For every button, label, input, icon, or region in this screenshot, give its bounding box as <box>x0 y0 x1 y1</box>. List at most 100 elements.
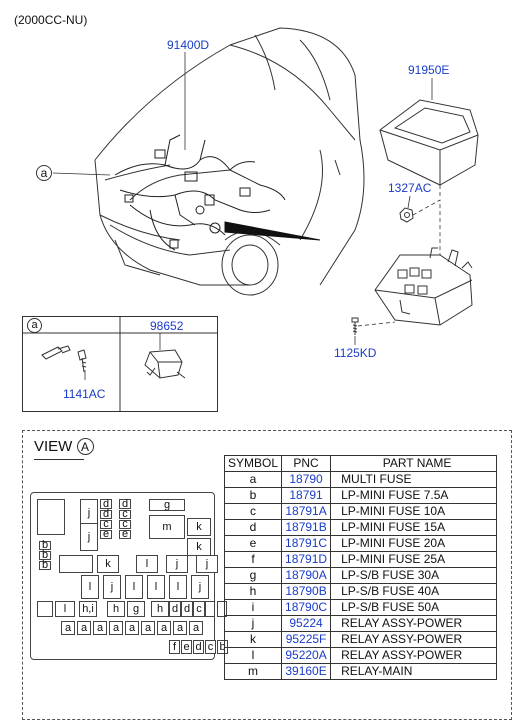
fuse-slot-a: a <box>141 621 155 635</box>
pnc-cell[interactable]: 18790 <box>281 471 332 488</box>
part-name-cell: LP-S/B FUSE 40A <box>330 583 498 600</box>
fuse-slot-j: j <box>80 499 98 527</box>
fuse-slot-hi: h,i <box>79 601 97 617</box>
fuse-slot-c: c <box>100 519 112 530</box>
fuse-slot-c: c <box>119 519 131 530</box>
symbol-cell: j <box>223 615 283 632</box>
fuse-slot-a: a <box>77 621 91 635</box>
cover-callout: 91950E <box>408 63 450 77</box>
part-name-cell: LP-MINI FUSE 7.5A <box>330 487 498 504</box>
pnc-cell[interactable]: 18790C <box>281 599 332 616</box>
symbol-cell: c <box>223 503 283 520</box>
pnc-cell[interactable]: 18791A <box>281 503 332 520</box>
part-name-cell: RELAY ASSY-POWER <box>330 647 498 664</box>
part-name-cell: RELAY ASSY-POWER <box>330 631 498 648</box>
part-name-cell: LP-MINI FUSE 25A <box>330 551 498 568</box>
fuse-slot-c: c <box>205 640 216 654</box>
fuse-slot-d: d <box>100 509 112 520</box>
pnc-cell[interactable]: 18791B <box>281 519 332 536</box>
fuse-slot-m: m <box>149 515 185 539</box>
fuse-slot-b: b <box>39 560 51 571</box>
symbol-cell: g <box>223 567 283 584</box>
fuse-slot-a: a <box>109 621 123 635</box>
pnc-cell[interactable]: 18790B <box>281 583 332 600</box>
part-name-cell: LP-MINI FUSE 20A <box>330 535 498 552</box>
detail-box <box>22 316 218 412</box>
symbol-cell: h <box>223 583 283 600</box>
fuse-slot-l: l <box>147 575 165 599</box>
fuse-slot-d: d <box>169 601 181 617</box>
fuse-slot-l: l <box>81 575 99 599</box>
fuse-slot-empty <box>37 601 53 617</box>
nut-callout: 1327AC <box>388 181 432 195</box>
symbol-cell: m <box>223 663 283 680</box>
symbol-cell: k <box>223 631 283 648</box>
bolt-shape <box>351 317 359 335</box>
fuse-box-cover-shape <box>379 99 479 186</box>
fuse-slot-c: c <box>193 601 205 617</box>
pnc-cell[interactable]: 95220A <box>281 647 332 664</box>
pnc-cell[interactable]: 95224 <box>281 615 332 632</box>
fuse-slot-b: b <box>39 550 51 561</box>
fuse-slot-a: a <box>93 621 107 635</box>
fuse-slot-h: h <box>151 601 169 617</box>
part-name-cell: LP-MINI FUSE 15A <box>330 519 498 536</box>
junction-block-shape <box>374 247 473 326</box>
pnc-cell[interactable]: 18791 <box>281 487 332 504</box>
part-name-cell: LP-S/B FUSE 50A <box>330 599 498 616</box>
fuse-slot-c: c <box>119 509 131 520</box>
part-name-cell: LP-S/B FUSE 30A <box>330 567 498 584</box>
part-name-cell: RELAY-MAIN <box>330 663 498 680</box>
bolt-callout: 1125KD <box>334 346 377 360</box>
exploded-diagram <box>22 27 479 412</box>
symbol-cell: e <box>223 535 283 552</box>
view-title: VIEW A <box>34 438 94 455</box>
fuse-slot-l: l <box>136 555 158 573</box>
bracket-shape <box>144 349 186 379</box>
symbol-cell: l <box>223 647 283 664</box>
fuse-slot-empty <box>37 499 65 535</box>
car-illustration <box>94 27 365 296</box>
fuse-slot-e: e <box>119 529 131 540</box>
pnc-cell[interactable]: 95225F <box>281 631 332 648</box>
symbol-cell: i <box>223 599 283 616</box>
fuse-slot-e: e <box>181 640 192 654</box>
fuse-slot-d: d <box>193 640 204 654</box>
fuse-slot-k: k <box>187 518 211 536</box>
variant-label: (2000CC-NU) <box>14 13 88 27</box>
harness-callout: 91400D <box>167 38 210 52</box>
pnc-cell[interactable]: 18791C <box>281 535 332 552</box>
pnc-cell[interactable]: 39160E <box>281 663 332 680</box>
clip-shape <box>41 345 87 373</box>
part-name-cell: MULTI FUSE <box>330 471 498 488</box>
symbol-cell: b <box>223 487 283 504</box>
fuse-slot-j: j <box>196 555 218 573</box>
pnc-cell[interactable]: 18791D <box>281 551 332 568</box>
view-a-panel <box>22 430 512 720</box>
fuse-slot-k: k <box>97 555 119 573</box>
fuse-slot-empty <box>205 601 215 617</box>
fuse-slot-g: g <box>127 601 145 617</box>
fuse-slot-j: j <box>80 523 98 551</box>
bracket-callout: 98652 <box>150 319 184 333</box>
fuse-slot-l: l <box>125 575 143 599</box>
fuse-slot-a: a <box>173 621 187 635</box>
pnc-cell[interactable]: 18790A <box>281 567 332 584</box>
fuse-slot-a: a <box>157 621 171 635</box>
fuse-slot-l: l <box>55 601 75 617</box>
fuse-slot-f: f <box>169 640 180 654</box>
fuse-slot-d: d <box>181 601 193 617</box>
fuse-slot-j: j <box>191 575 209 599</box>
header-symbol: SYMBOL <box>223 455 283 472</box>
part-name-cell: RELAY ASSY-POWER <box>330 615 498 632</box>
